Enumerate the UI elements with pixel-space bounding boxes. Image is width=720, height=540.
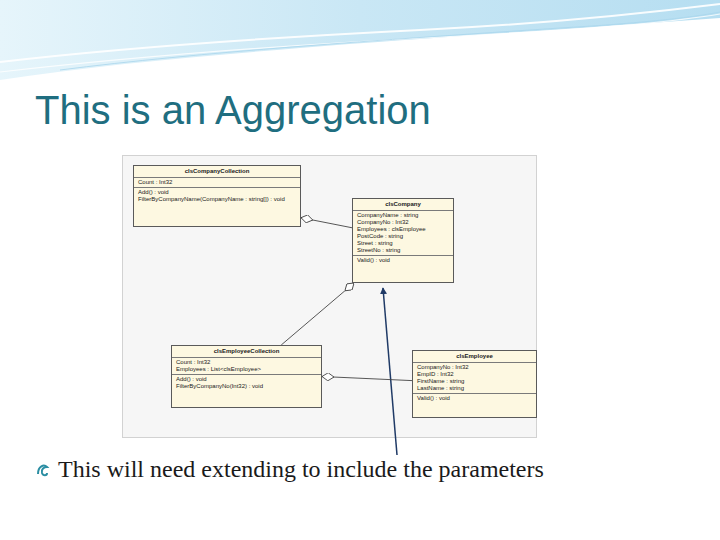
ops-compartment: Valid() : void	[413, 393, 536, 417]
class-box: clsCompanyCompanyName : stringCompanyNo …	[352, 198, 454, 283]
class-name: clsCompanyCollection	[185, 168, 250, 175]
swoosh-curve	[60, 12, 720, 70]
class-name: clsEmployeeCollection	[214, 348, 280, 355]
operation: Valid() : void	[357, 257, 390, 264]
operation: Add() : void	[138, 189, 169, 196]
hdr-compartment: clsCompanyCollection	[134, 166, 300, 177]
bullet-text: This will need extending to include the …	[58, 456, 544, 483]
attrs-compartment: CompanyNo : Int32EmpID : Int32FirstName …	[413, 362, 536, 393]
attrs-compartment: Count : Int32	[134, 177, 300, 187]
class-box: clsEmployeeCollectionCount : Int32Employ…	[171, 345, 322, 408]
attribute: CompanyNo : Int32	[357, 219, 409, 226]
aggregation-line	[281, 283, 354, 345]
class-name: clsEmployee	[456, 353, 493, 360]
bullet-icon	[38, 466, 47, 476]
class-box: clsEmployeeCompanyNo : Int32EmpID : Int3…	[412, 350, 537, 418]
hdr-compartment: clsEmployeeCollection	[172, 346, 321, 357]
aggregation-line	[322, 377, 412, 381]
attribute: Count : Int32	[138, 179, 172, 186]
operation: Valid() : void	[417, 395, 450, 402]
attribute: StreetNo : string	[357, 247, 400, 254]
swoosh-curve	[0, 4, 720, 62]
attribute: Employees : List<clsEmployee>	[176, 366, 261, 373]
aggregation-line	[301, 218, 352, 228]
attrs-compartment: CompanyName : stringCompanyNo : Int32Emp…	[353, 210, 453, 255]
swoosh-curve	[0, 14, 720, 72]
attribute: Count : Int32	[176, 359, 210, 366]
hdr-compartment: clsCompany	[353, 199, 453, 210]
header-swoosh	[0, 0, 720, 80]
operation: FilterByCompanyName(CompanyName : string…	[138, 196, 285, 203]
attrs-compartment: Count : Int32Employees : List<clsEmploye…	[172, 357, 321, 374]
attribute: EmpID : Int32	[417, 371, 454, 378]
class-name: clsCompany	[385, 201, 421, 208]
attribute: LastName : string	[417, 385, 464, 392]
attribute: Street : string	[357, 240, 393, 247]
attribute: PostCode : string	[357, 233, 403, 240]
attribute: Employees : clsEmployee	[357, 226, 426, 233]
ops-compartment: Valid() : void	[353, 255, 453, 282]
class-box: clsCompanyCollectionCount : Int32Add() :…	[133, 165, 301, 227]
ops-compartment: Add() : voidFilterByCompanyNo(Int32) : v…	[172, 374, 321, 407]
ops-compartment: Add() : voidFilterByCompanyName(CompanyN…	[134, 187, 300, 226]
attribute: CompanyName : string	[357, 212, 418, 219]
leader-line	[383, 288, 397, 455]
attribute: FirstName : string	[417, 378, 464, 385]
operation: FilterByCompanyNo(Int32) : void	[176, 383, 263, 390]
attribute: CompanyNo : Int32	[417, 364, 469, 371]
slide-title: This is an Aggregation	[35, 88, 431, 133]
hdr-compartment: clsEmployee	[413, 351, 536, 362]
operation: Add() : void	[176, 376, 207, 383]
